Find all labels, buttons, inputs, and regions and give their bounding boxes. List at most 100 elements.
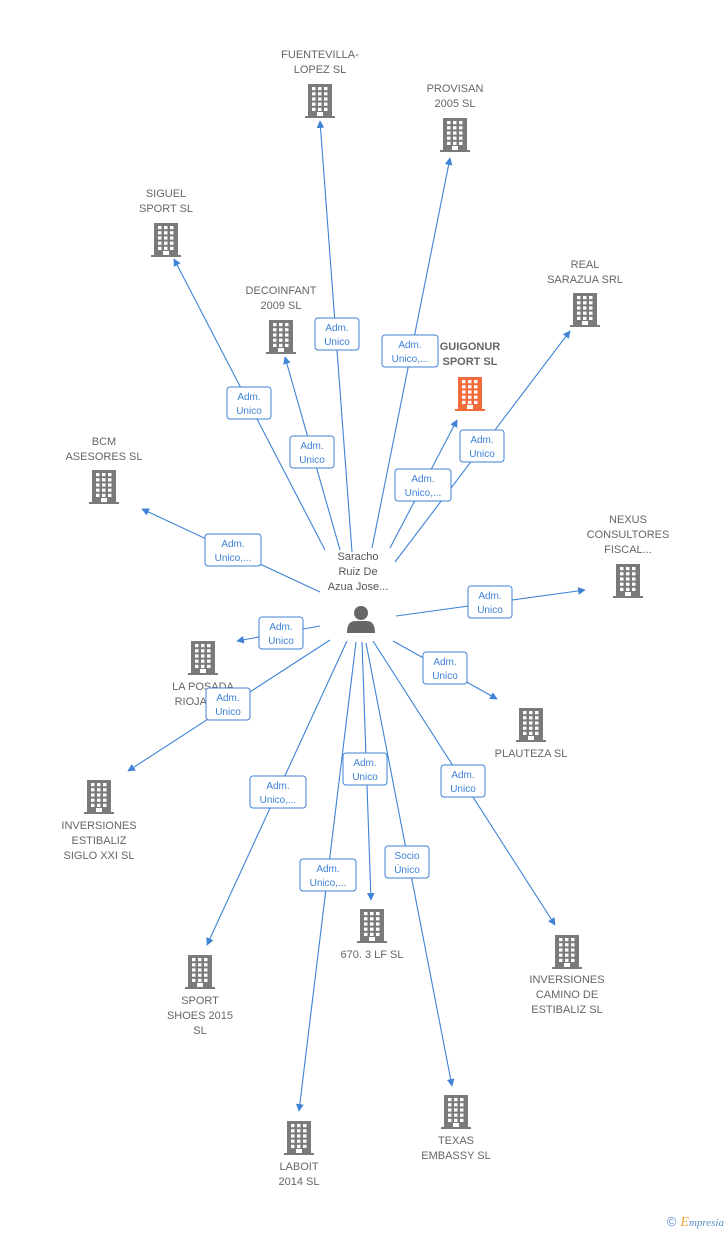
building-icon[interactable] [570, 293, 600, 327]
building-icon[interactable] [84, 780, 114, 814]
relation-label-text: Adm. [478, 591, 501, 602]
relation-label-text: Unico [450, 784, 476, 795]
relation-label-siguel[interactable]: Adm.Unico [226, 386, 272, 420]
relation-label-fuentevilla[interactable]: Adm.Unico [314, 317, 360, 351]
relation-label-bcm[interactable]: Adm.Unico,... [204, 533, 262, 567]
building-icon[interactable] [151, 223, 181, 257]
relation-label-670-3-lf[interactable]: Adm.Unico [342, 752, 388, 786]
company-node-real-sarazua[interactable]: REAL SARAZUA SRL [547, 259, 623, 327]
company-name[interactable]: 2014 SL [279, 1176, 320, 1188]
relation-label-nexus[interactable]: Adm. Unico [467, 585, 513, 619]
company-name[interactable]: 2005 SL [435, 98, 476, 110]
company-name[interactable]: INVERSIONES [61, 820, 136, 832]
company-node-provisan[interactable]: PROVISAN 2005 SL [427, 83, 484, 152]
company-name[interactable]: BCM [92, 436, 116, 448]
building-icon[interactable] [441, 1095, 471, 1129]
company-name[interactable]: SARAZUA SRL [547, 274, 623, 286]
relation-label-text: Adm. [316, 864, 339, 875]
person-name[interactable]: Saracho [338, 551, 379, 563]
relation-label-text: Unico [477, 605, 503, 616]
company-name[interactable]: SPORT SL [442, 356, 497, 368]
relation-label-real-sarazua[interactable]: Adm.Unico [459, 429, 505, 463]
building-icon[interactable] [185, 955, 215, 989]
relation-label-plauteza[interactable]: Adm. Unico [422, 651, 468, 685]
relation-label-text: Adm. [300, 441, 323, 452]
company-node-siguel[interactable]: SIGUEL SPORT SL [139, 188, 193, 257]
relation-label-text: Unico [352, 772, 378, 783]
person-name[interactable]: Ruiz De [338, 566, 377, 578]
building-icon[interactable] [516, 708, 546, 742]
building-icon[interactable] [613, 564, 643, 598]
company-node-fuentevilla[interactable]: FUENTEVILLA- LOPEZ SL [281, 49, 359, 118]
building-icon[interactable] [89, 470, 119, 504]
building-icon[interactable] [266, 320, 296, 354]
company-name[interactable]: PROVISAN [427, 83, 484, 95]
company-name[interactable]: SL [193, 1025, 206, 1037]
building-icon[interactable] [552, 935, 582, 969]
relation-label-text: Unico [236, 406, 262, 417]
company-name[interactable]: CONSULTORES [587, 529, 670, 541]
company-node-guigonur[interactable]: GUIGONUR SPORT SL [440, 341, 501, 411]
company-node-670-3-lf[interactable]: 670. 3 LF SL [341, 909, 404, 961]
relation-label-decoinfant[interactable]: Adm.Unico [289, 435, 335, 469]
person-name[interactable]: Azua Jose... [328, 581, 389, 593]
relation-label-text: Unico,... [260, 795, 297, 806]
company-name[interactable]: TEXAS [438, 1135, 474, 1147]
company-name[interactable]: REAL [571, 259, 600, 271]
company-name[interactable]: LOPEZ SL [294, 64, 347, 76]
relation-label-la-posada[interactable]: Adm.Unico [258, 616, 304, 650]
company-node-nexus[interactable]: NEXUS CONSULTORES FISCAL... [587, 514, 670, 598]
relation-label-text: Adm. [433, 657, 456, 668]
company-name[interactable]: FUENTEVILLA- [281, 49, 359, 61]
building-icon[interactable] [440, 118, 470, 152]
company-name[interactable]: 670. 3 LF SL [341, 949, 404, 961]
company-node-plauteza[interactable]: PLAUTEZA SL [495, 708, 568, 760]
company-name[interactable]: INVERSIONES [529, 974, 604, 986]
building-icon[interactable] [455, 377, 485, 411]
company-name[interactable]: ASESORES SL [65, 451, 142, 463]
company-node-inversiones-estibaliz[interactable]: INVERSIONES ESTIBALIZ SIGLO XXI SL [61, 780, 137, 862]
company-name[interactable]: 2009 SL [261, 300, 302, 312]
company-node-bcm[interactable]: BCM ASESORES SL [65, 436, 143, 504]
company-name[interactable]: GUIGONUR [440, 341, 501, 353]
relation-label-text: Unico [215, 707, 241, 718]
company-name[interactable]: DECOINFANT [246, 285, 317, 297]
company-name[interactable]: SPORT [181, 995, 219, 1007]
company-name[interactable]: FISCAL... [604, 544, 652, 556]
relation-label-laboit[interactable]: Adm.Unico,... [299, 858, 357, 892]
relation-label-text: Unico,... [405, 488, 442, 499]
company-name[interactable]: ESTIBALIZ [71, 835, 126, 847]
relation-label-text: Único [394, 863, 420, 876]
relation-label-guigonur[interactable]: Adm. Unico,... [394, 468, 452, 502]
building-icon[interactable] [357, 909, 387, 943]
company-node-decoinfant[interactable]: DECOINFANT 2009 SL [246, 285, 317, 354]
relation-label-inversiones-camino[interactable]: Adm.Unico [440, 764, 486, 798]
company-name[interactable]: LABOIT [279, 1161, 318, 1173]
relation-label-text: Unico [432, 671, 458, 682]
person-icon[interactable] [347, 606, 375, 633]
company-name[interactable]: SIGUEL [146, 188, 186, 200]
relation-label-text: Unico,... [392, 354, 429, 365]
company-name[interactable]: NEXUS [609, 514, 647, 526]
building-icon[interactable] [284, 1121, 314, 1155]
building-icon[interactable] [305, 84, 335, 118]
relation-label-sport-shoes[interactable]: Adm.Unico,... [249, 775, 307, 809]
company-name[interactable]: SIGLO XXI SL [64, 850, 135, 862]
company-name[interactable]: SPORT SL [139, 203, 193, 215]
company-name[interactable]: EMBASSY SL [421, 1150, 491, 1162]
company-node-texas[interactable]: TEXAS EMBASSY SL [421, 1095, 491, 1162]
company-node-inversiones-camino[interactable]: INVERSIONES CAMINO DE ESTIBALIZ SL [529, 935, 605, 1016]
company-name[interactable]: CAMINO DE [536, 989, 598, 1001]
company-name[interactable]: PLAUTEZA SL [495, 748, 568, 760]
company-name[interactable]: ESTIBALIZ SL [531, 1004, 603, 1016]
relation-label-inversiones-estibaliz[interactable]: Adm.Unico [205, 687, 251, 721]
company-name[interactable]: SHOES 2015 [167, 1010, 233, 1022]
company-node-laboit[interactable]: LABOIT 2014 SL [279, 1121, 320, 1188]
relation-label-provisan[interactable]: Adm.Unico,... [381, 334, 439, 368]
building-icon[interactable] [188, 641, 218, 675]
relation-label-text: Adm. [325, 323, 348, 334]
relation-label-text: Adm. [411, 474, 434, 485]
